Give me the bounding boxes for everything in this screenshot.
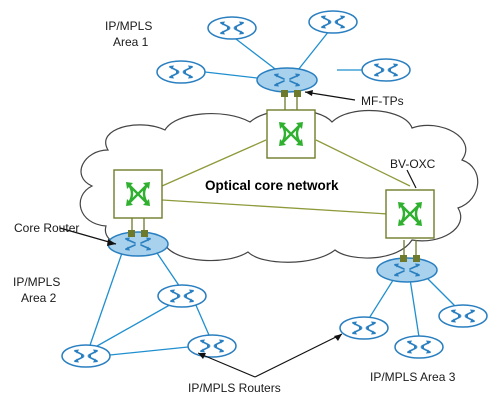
area3-router-left [339, 316, 389, 340]
oxc-top [265, 108, 317, 160]
area3-router-mid [394, 335, 444, 359]
area3-router-right [438, 304, 488, 328]
area1-label-line1: IP/MPLS [105, 19, 152, 33]
area2-label-line2: Area 2 [21, 291, 57, 305]
oxc-right [384, 188, 436, 240]
area2-label-line1: IP/MPLS [13, 275, 60, 289]
area2-router-mid [157, 284, 207, 308]
core-router-label: Core Router [14, 221, 79, 235]
mftps-label: MF-TPs [361, 94, 404, 108]
routers-label: IP/MPLS Routers [188, 381, 281, 395]
annotation-arrows [59, 91, 417, 378]
area1-router-right [361, 58, 411, 82]
optical-links [161, 139, 411, 215]
area3-label: IP/MPLS Area 3 [370, 370, 456, 384]
area2-router-bottom-left [61, 344, 111, 368]
area2-links [87, 249, 213, 356]
area1-router-top-left [207, 16, 257, 40]
area2-core-router [107, 231, 169, 257]
area1-router-top-right [308, 10, 358, 34]
transponder-blocks [128, 90, 420, 262]
area1-label-line2: Area 1 [113, 35, 149, 49]
area1-core-router [256, 67, 318, 93]
area3-links [367, 275, 456, 338]
core-network-label: Optical core network [205, 178, 339, 193]
oxc-left [112, 168, 164, 220]
area1-router-left [156, 60, 206, 84]
area2-router-bottom-right [187, 334, 237, 358]
bvoxc-label: BV-OXC [390, 157, 436, 171]
